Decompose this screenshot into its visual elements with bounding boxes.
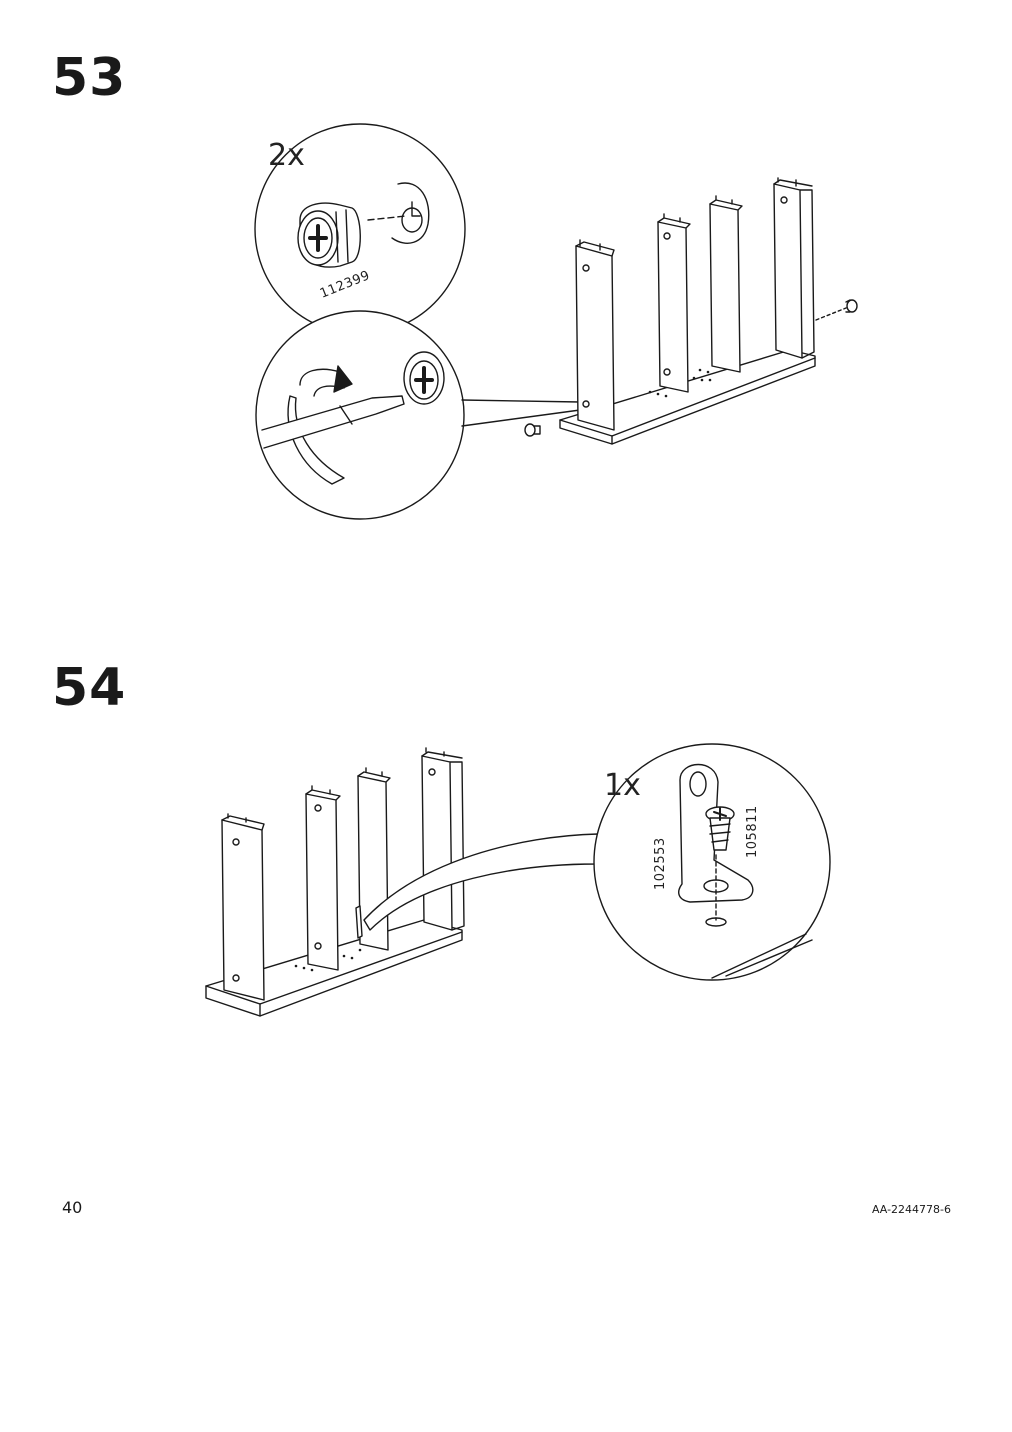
screw-icon bbox=[705, 806, 735, 851]
screwdriver-detail-circle bbox=[255, 310, 465, 520]
document-code: AA-2244778-6 bbox=[871, 1203, 951, 1216]
detail-leader-line bbox=[461, 399, 581, 427]
hole-icon bbox=[391, 182, 430, 244]
bracket-detail-circle: 1x 102553 105811 bbox=[593, 743, 831, 981]
screwdriver-icon bbox=[261, 395, 405, 449]
cam-lock-small-icon-right bbox=[845, 299, 858, 313]
callout-leader bbox=[363, 833, 599, 931]
step-54-quantity: 1x bbox=[604, 768, 641, 803]
step-54-number: 54 bbox=[52, 658, 127, 718]
screw-part-number: 105811 bbox=[745, 805, 760, 858]
cam-lock-small-icon bbox=[524, 423, 541, 437]
cam-lock-icon bbox=[297, 202, 361, 268]
cam-lock-detail-circle: 2x 112399 bbox=[254, 123, 466, 335]
shelf-frame-step-53 bbox=[524, 177, 858, 445]
step-54-illustration: 1x 102553 105811 bbox=[205, 743, 831, 1017]
bracket-part-number: 102553 bbox=[653, 837, 668, 890]
step-53-quantity: 2x bbox=[268, 138, 305, 173]
page-number: 40 bbox=[62, 1198, 83, 1217]
cam-lock-in-hole-icon bbox=[403, 351, 445, 405]
step-53-illustration: 2x 112399 bbox=[254, 123, 858, 520]
step-53-number: 53 bbox=[52, 48, 127, 108]
